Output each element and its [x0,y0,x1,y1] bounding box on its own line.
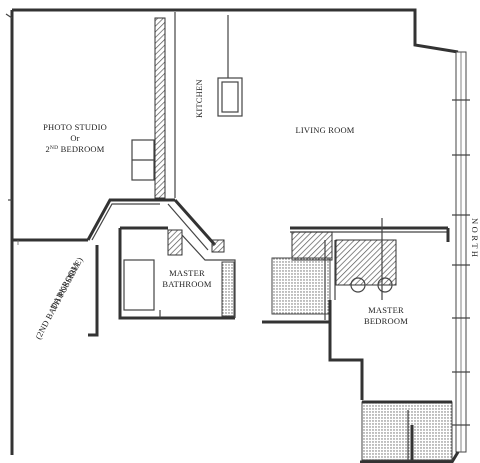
exterior-walls [5,8,459,455]
living-room-label: LIVING ROOM [295,125,354,135]
kitchen-fixtures [217,15,243,117]
north-label: N O R T H [470,218,480,257]
master-bathroom-label-line2: BATHROOM [162,279,212,289]
bedroom-walls [262,218,450,400]
master-bathroom-walls [118,226,236,320]
photo-studio-label-line3: 2ND BEDROOM [45,144,104,154]
kitchen-label: KITCHEN [194,79,204,118]
master-bathroom-label-line1: MASTER [169,268,205,278]
photo-studio-label-line1: PHOTO STUDIO [43,122,107,132]
photo-studio-label-line2: Or [70,133,79,143]
master-bedroom-label-line1: MASTER [368,305,404,315]
bath-diagonal-wall [167,199,217,251]
darkroom-label-line2: (2ND BATH POSSIBLE) [33,255,85,341]
darkroom-walls [12,198,175,337]
room-labels: PHOTO STUDIO Or 2ND BEDROOM KITCHEN LIVI… [33,79,480,341]
north-window-wall [360,51,470,463]
master-bedroom-label-line2: BEDROOM [364,316,408,326]
closets [361,400,453,461]
central-partition [131,12,176,199]
